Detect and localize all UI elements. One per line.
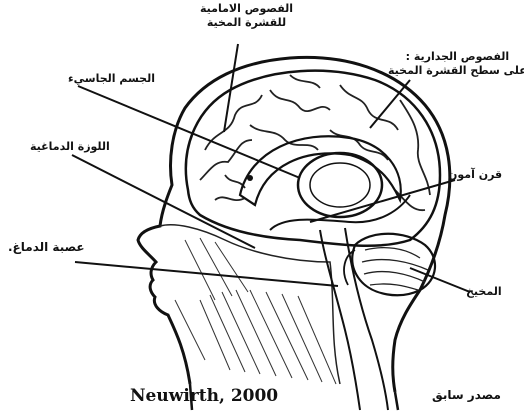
label-parietal-lobes: الفصوص الجدارية : على سطح القشرة المخية: [388, 50, 524, 78]
amygdala-marker: [247, 175, 253, 181]
citation-arabic: مصدر سابق: [432, 388, 501, 402]
citation-english: Neuwirth, 2000: [130, 386, 278, 406]
cerebellum-folds: [362, 248, 428, 290]
label-corpus-callosum: الجسم الجاسيء: [68, 72, 155, 86]
head-profile: [138, 57, 450, 392]
brain-stem-shape: [320, 228, 388, 410]
label-frontal-lobes: الفصوص الامامية للقشرة المخية: [200, 2, 293, 30]
neck-hatching: [175, 238, 336, 384]
label-amygdala: اللوزة الدماغية: [30, 140, 110, 154]
label-hippocampus: قرن آمون: [448, 168, 502, 182]
leader-amygdala: [72, 155, 255, 248]
label-cerebellum: المخيخ: [466, 285, 502, 299]
label-brain-nerve: عصبة الدماغ.: [8, 240, 85, 254]
face-shading: [160, 225, 340, 384]
